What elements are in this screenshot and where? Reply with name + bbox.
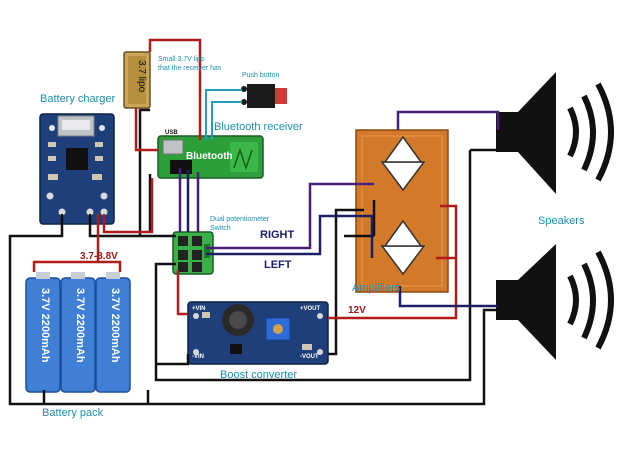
lipo-cell: [123, 51, 151, 109]
voltage-range-label: 3.7-3.8V: [80, 251, 118, 262]
bluetooth-module-label: Bluetooth: [186, 151, 233, 162]
bluetooth-receiver-board: [157, 135, 264, 179]
amplifiers-label: Amplifiers: [352, 282, 401, 294]
amplifier-board: [355, 129, 449, 293]
battery-cell-2-label: 3.7V 2200mAh: [74, 288, 86, 363]
battery-cell-1-label: 3.7V 2200mAh: [39, 288, 51, 363]
boost-converter-label: Boost converter: [220, 369, 298, 381]
battery-pack: [25, 272, 131, 393]
battery-charger-label: Battery charger: [40, 93, 116, 105]
battery-cell-3-label: 3.7V 2200mAh: [109, 288, 121, 363]
battery-charger-board: [39, 113, 115, 225]
dual-pot-label-line2: Switch: [210, 225, 231, 232]
speaker-top: [496, 72, 614, 194]
lipo-cell-label: 3.7 lipo: [136, 60, 147, 93]
push-button-label: Push button: [242, 72, 280, 79]
wires-cyan: [205, 89, 242, 140]
vout-minus-marking: -VOUT: [300, 354, 319, 360]
lipo-note-line2: that the receiver has: [158, 65, 222, 72]
left-channel-label: LEFT: [264, 259, 292, 271]
speakers-label: Speakers: [538, 215, 585, 227]
wires-navy: [186, 170, 498, 308]
boost-converter-board: [187, 301, 329, 365]
vin-minus-marking: -VIN: [192, 354, 204, 360]
push-button: [241, 84, 287, 108]
speaker-bottom: [496, 244, 614, 360]
voltage-12v-label: 12V: [348, 305, 366, 316]
lipo-note-line1: Small 3.7V lipo: [158, 56, 205, 63]
vout-plus-marking: +VOUT: [300, 306, 321, 312]
right-channel-label: RIGHT: [260, 229, 295, 241]
vin-plus-marking: +VIN: [192, 306, 206, 312]
bluetooth-receiver-label: Bluetooth receiver: [214, 121, 303, 133]
wires-black: [8, 108, 498, 406]
battery-pack-label: Battery pack: [42, 407, 104, 419]
wires-red: [32, 38, 458, 320]
dual-potentiometer-switch: [172, 231, 214, 275]
usb-label: USB: [165, 130, 178, 136]
dual-pot-label-line1: Dual potentiometer: [210, 216, 270, 223]
wires-purple: [178, 110, 500, 250]
